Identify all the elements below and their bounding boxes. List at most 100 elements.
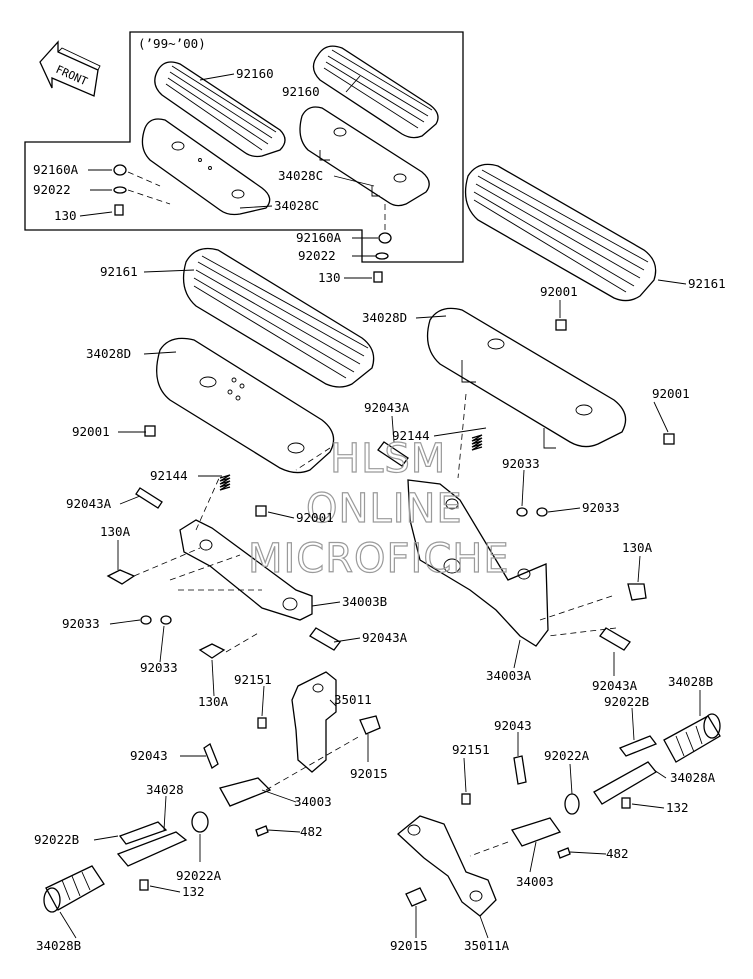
callout-label: 92043 <box>494 718 532 733</box>
front-arrow-label: FRONT <box>54 63 90 88</box>
peg-arm-34028 <box>116 821 188 867</box>
front-arrow-icon: FRONT <box>39 40 101 97</box>
bolt-92001-group <box>144 319 675 517</box>
callout-label: 92043A <box>66 496 112 511</box>
callout-label: 34028B <box>36 938 81 953</box>
callout-label: 130A <box>198 694 229 709</box>
inset-footboard-pad-right <box>312 45 439 139</box>
callout-label: 92022 <box>33 182 71 197</box>
callout-label: 92033 <box>140 660 178 675</box>
callout-label: 92015 <box>390 938 428 953</box>
clip-482-group <box>255 825 571 859</box>
callout-label: 92001 <box>652 386 690 401</box>
callout-label: 34028B <box>668 674 713 689</box>
callout-label: 92144 <box>392 428 430 443</box>
callout-label: 34003A <box>486 668 532 683</box>
pin-92043a-group <box>135 441 631 651</box>
clevis-34003-lower <box>469 817 562 857</box>
callout-labels: 92160 92160 92160A 92022 130 34028C 3402… <box>33 66 726 953</box>
callout-label: 92022B <box>34 832 79 847</box>
callout-label: 92144 <box>150 468 188 483</box>
footpeg-rubber-left <box>43 865 105 913</box>
callout-label: 130 <box>318 270 341 285</box>
callout-label: 482 <box>606 846 629 861</box>
callout-label: 34028C <box>278 168 323 183</box>
bracket-35011a <box>397 815 497 917</box>
callout-label: 92160A <box>296 230 342 245</box>
inset-footboard-plate-left <box>141 118 271 216</box>
peg-arm-34028a <box>593 735 658 805</box>
washer-92022a-left <box>191 811 209 833</box>
callout-label: 92151 <box>234 672 272 687</box>
callout-label: 92160A <box>33 162 79 177</box>
callout-label: 92022A <box>176 868 222 883</box>
callout-label: 34003 <box>294 794 332 809</box>
callout-label: 34028D <box>86 346 131 361</box>
bracket-34003b <box>179 519 313 621</box>
pin-92043-group <box>203 743 527 785</box>
footboard-plate-left <box>156 337 335 474</box>
collar-92015-upper <box>359 715 381 735</box>
callout-label: 92160 <box>236 66 274 81</box>
callout-label: 92033 <box>502 456 540 471</box>
watermark-line-3: MICROFICHE <box>248 536 510 582</box>
callout-label: 92001 <box>72 424 110 439</box>
watermark-line-1: HLSM <box>330 436 446 482</box>
collar-92015-lower <box>405 887 427 907</box>
callout-label: 482 <box>300 824 323 839</box>
washer-92022a-right <box>564 793 580 815</box>
callout-label: 92151 <box>452 742 490 757</box>
clevis-34003-upper <box>219 735 361 807</box>
callout-label: 130A <box>622 540 653 555</box>
screw-132-right <box>621 797 631 809</box>
callout-label: 130A <box>100 524 131 539</box>
bracket-34003a <box>407 479 549 647</box>
callout-label: 92022A <box>544 748 590 763</box>
screw-132-left <box>139 879 149 891</box>
callout-label: 92043A <box>362 630 408 645</box>
watermark: HLSM ONLINE MICROFICHE <box>247 435 510 582</box>
footboard-plate-right <box>426 307 627 449</box>
assembly-guide-lines <box>133 393 617 653</box>
footpeg-rubber-right <box>663 713 721 763</box>
callout-label: 92043A <box>592 678 638 693</box>
bolt-92151-group <box>257 717 471 805</box>
callout-label: 130 <box>54 208 77 223</box>
leader-lines <box>59 73 701 939</box>
callout-label: 92160 <box>282 84 320 99</box>
callout-label: 35011A <box>464 938 510 953</box>
watermark-line-2: ONLINE <box>306 486 463 532</box>
inset-caption: (’99~’00) <box>138 36 206 51</box>
callout-label: 92001 <box>296 510 334 525</box>
callout-label: 34028A <box>670 770 716 785</box>
callout-label: 132 <box>182 884 205 899</box>
callout-label: 92033 <box>62 616 100 631</box>
callout-label: 34028D <box>362 310 407 325</box>
callout-label: 92022B <box>604 694 649 709</box>
inset-hardware <box>113 164 392 283</box>
callout-label: 35011 <box>334 692 372 707</box>
washer-92033-group <box>140 507 548 625</box>
inset-footboard-pad-left <box>154 61 286 158</box>
callout-label: 34028 <box>146 782 184 797</box>
callout-label: 92161 <box>100 264 138 279</box>
footboard-pad-left <box>182 247 375 388</box>
callout-label: 34003B <box>342 594 387 609</box>
callout-label: 92043 <box>130 748 168 763</box>
spring-92144-group <box>219 434 483 491</box>
bracket-35011 <box>291 671 337 773</box>
callout-label: 92022 <box>298 248 336 263</box>
footboard-pad-right <box>464 163 657 302</box>
callout-label: 34003 <box>516 874 554 889</box>
callout-label: 92043A <box>364 400 410 415</box>
callout-label: 34028C <box>274 198 319 213</box>
callout-label: 92161 <box>688 276 726 291</box>
inset-frame <box>24 31 464 263</box>
callout-label: 92015 <box>350 766 388 781</box>
callout-label: 92033 <box>582 500 620 515</box>
callout-label: 132 <box>666 800 689 815</box>
callout-label: 92001 <box>540 284 578 299</box>
inset-footboard-plate-right <box>299 106 430 207</box>
